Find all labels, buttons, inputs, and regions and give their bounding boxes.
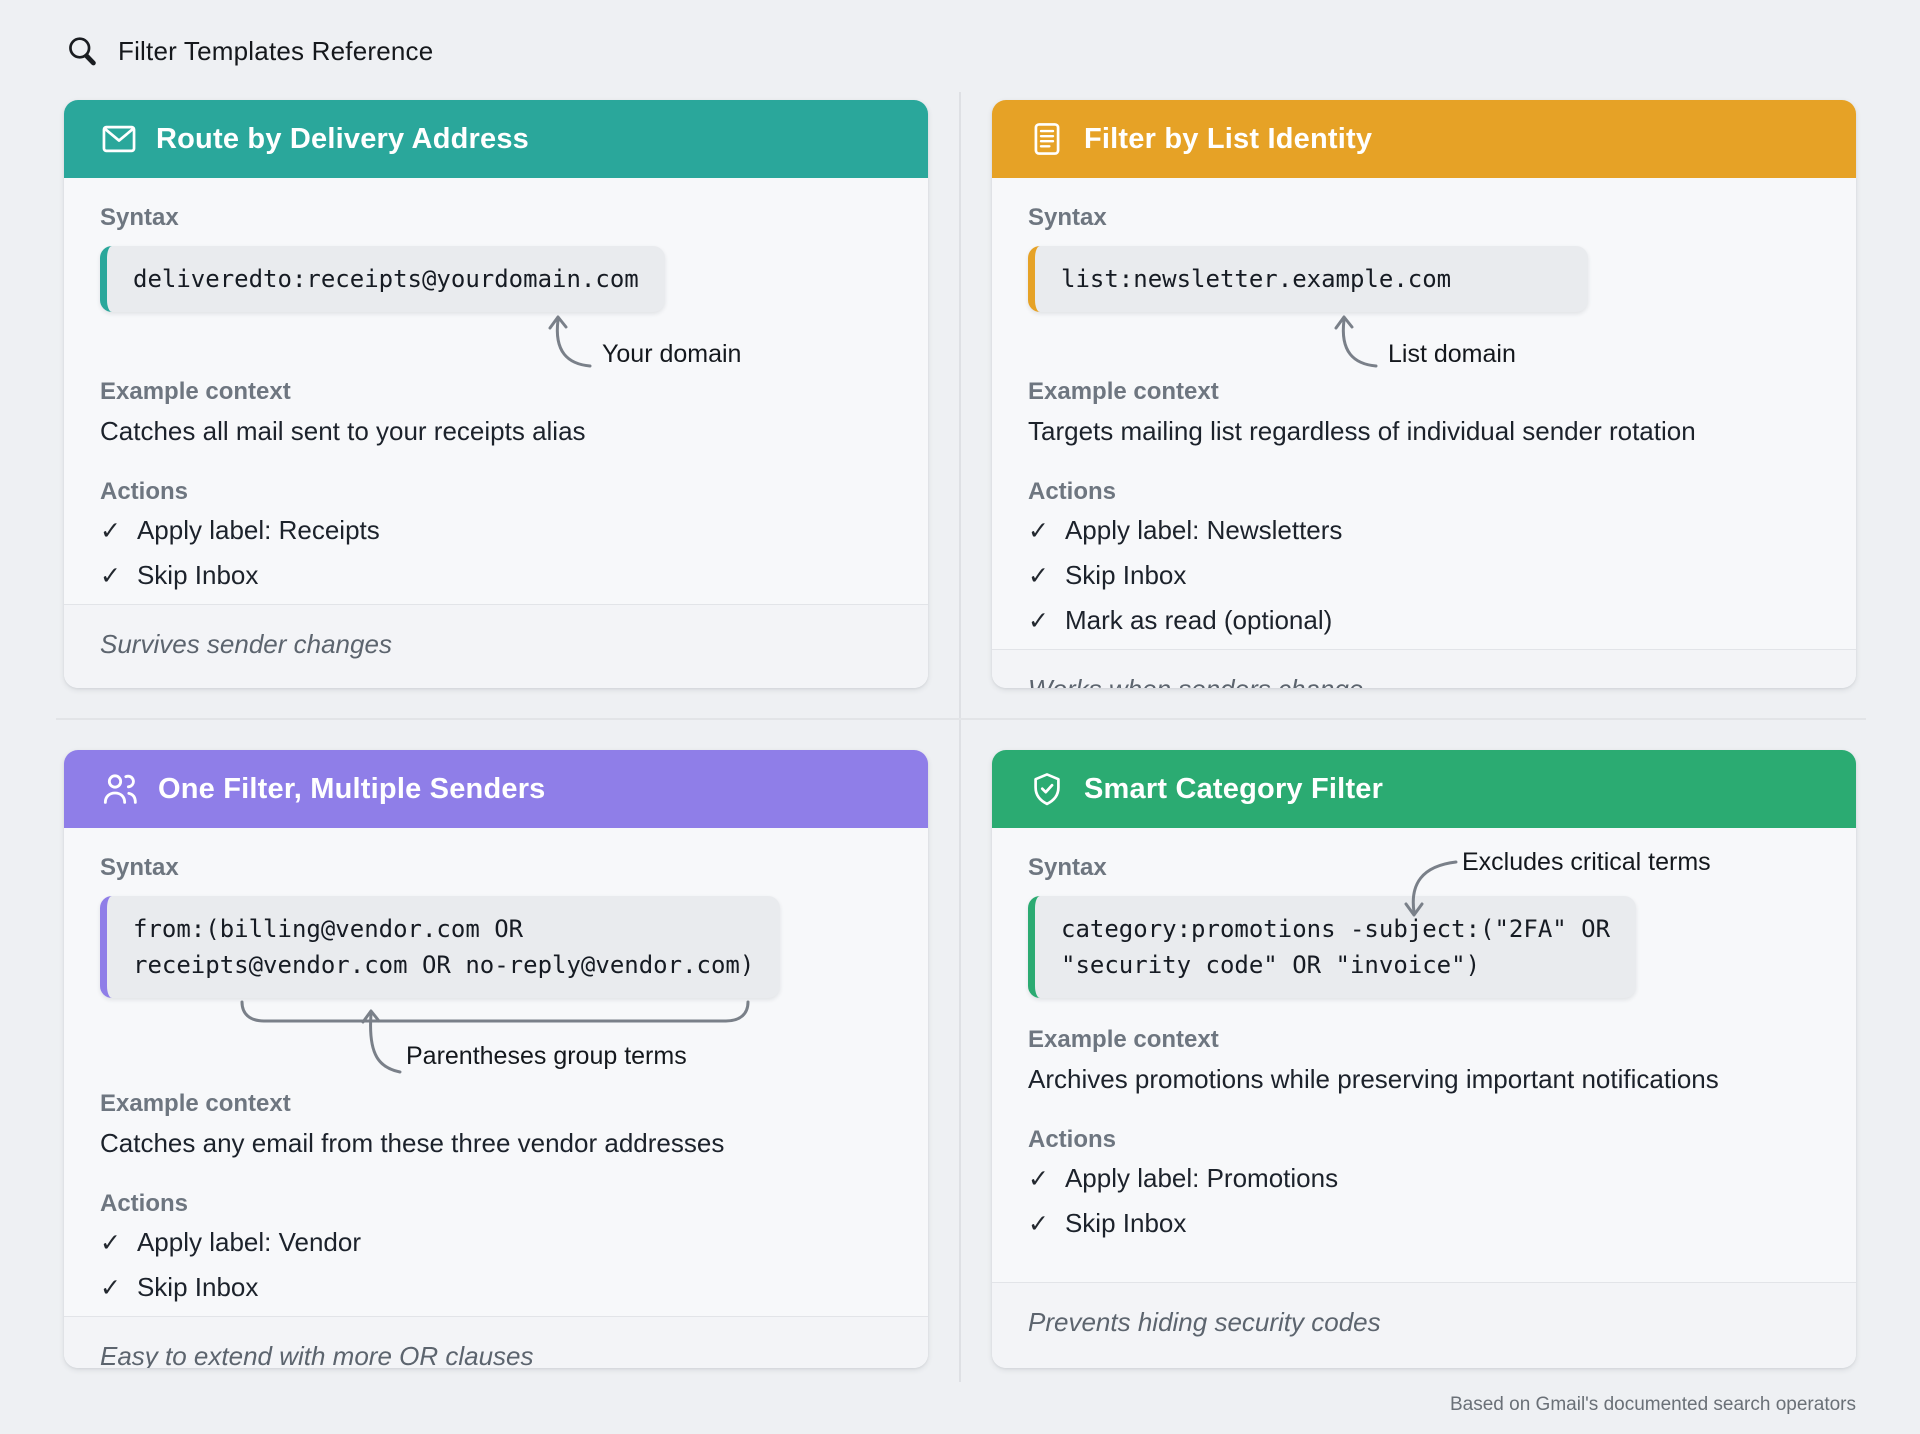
example-context-text: Archives promotions while preserving imp… xyxy=(1028,1064,1719,1094)
action-text: Apply label: Vendor xyxy=(136,1227,361,1257)
action-item: ✓ Apply label: Receipts xyxy=(100,514,892,548)
code-annotation: Your domain xyxy=(542,312,741,370)
example-context-text: Catches all mail sent to your receipts a… xyxy=(100,416,586,446)
card-header: Route by Delivery Address xyxy=(64,100,928,178)
envelope-icon xyxy=(100,120,138,158)
annotation-label: List domain xyxy=(1388,340,1516,368)
code-line: category:promotions -subject:("2FA" OR xyxy=(1061,915,1611,943)
code-block: category:promotions -subject:("2FA" OR "… xyxy=(1028,896,1637,998)
check-icon: ✓ xyxy=(1028,517,1049,545)
template-grid: Route by Delivery Address Syntax deliver… xyxy=(64,100,1856,1368)
code-line: list:newsletter.example.com xyxy=(1061,265,1452,293)
check-icon: ✓ xyxy=(100,517,121,545)
code-annotation: Parentheses group terms xyxy=(240,1000,760,1076)
action-item: ✓ Skip Inbox xyxy=(100,1271,892,1305)
check-icon: ✓ xyxy=(1028,562,1049,590)
card-body: Syntax deliveredto:receipts@yourdomain.c… xyxy=(64,178,928,604)
action-text: Apply label: Newsletters xyxy=(1064,515,1343,545)
syntax-label: Syntax xyxy=(100,204,179,231)
page-footnote: Based on Gmail's documented search opera… xyxy=(1449,1394,1856,1415)
actions-label: Actions xyxy=(100,478,189,505)
card-one-filter-multiple-senders: One Filter, Multiple Senders Syntax from… xyxy=(64,750,928,1368)
card-smart-category-filter: Smart Category Filter Syntax Excludes cr… xyxy=(992,750,1856,1368)
example-context-text: Targets mailing list regardless of indiv… xyxy=(1028,416,1696,446)
example-context-label: Example context xyxy=(100,378,291,405)
column-divider xyxy=(959,92,961,1382)
action-item: ✓ Skip Inbox xyxy=(1028,1207,1820,1241)
check-icon: ✓ xyxy=(100,562,121,590)
card-title: Route by Delivery Address xyxy=(156,122,529,155)
code-block: from:(billing@vendor.com OR receipts@ven… xyxy=(100,896,781,998)
annotation-label: Parentheses group terms xyxy=(406,1042,687,1070)
syntax-label: Syntax xyxy=(100,854,179,881)
page-title: Filter Templates Reference xyxy=(118,35,434,66)
card-footer-note: Works when senders change xyxy=(992,649,1856,688)
action-text: Apply label: Promotions xyxy=(1064,1163,1339,1193)
card-route-by-delivery-address: Route by Delivery Address Syntax deliver… xyxy=(64,100,928,688)
action-text: Skip Inbox xyxy=(1064,1208,1187,1238)
card-header: One Filter, Multiple Senders xyxy=(64,750,928,828)
check-icon: ✓ xyxy=(1028,1210,1049,1238)
action-text: Skip Inbox xyxy=(136,560,259,590)
list-icon xyxy=(1028,120,1066,158)
action-item: ✓ Apply label: Newsletters xyxy=(1028,514,1820,548)
action-item: ✓ Skip Inbox xyxy=(100,559,892,593)
card-title: Filter by List Identity xyxy=(1084,122,1373,155)
syntax-label: Syntax xyxy=(1028,854,1107,881)
syntax-label: Syntax xyxy=(1028,204,1107,231)
annotation-label: Excludes critical terms xyxy=(1462,848,1711,876)
actions-list: ✓ Apply label: Promotions ✓ Skip Inbox xyxy=(1028,1162,1820,1252)
card-footer-note: Survives sender changes xyxy=(64,604,928,688)
card-title: One Filter, Multiple Senders xyxy=(158,772,546,805)
card-body: Syntax list:newsletter.example.com List … xyxy=(992,178,1856,649)
search-icon xyxy=(64,33,100,69)
check-icon: ✓ xyxy=(100,1274,121,1302)
shield-check-icon xyxy=(1028,770,1066,808)
code-line: deliveredto:receipts@yourdomain.com xyxy=(133,265,639,293)
actions-list: ✓ Apply label: Newsletters ✓ Skip Inbox ✓ M… xyxy=(1028,514,1820,649)
curved-arrow-up-icon xyxy=(548,315,592,368)
actions-list: ✓ Apply label: Receipts ✓ Skip Inbox xyxy=(100,514,892,604)
action-item: ✓ Mark as read (optional) xyxy=(1028,604,1820,638)
example-context-label: Example context xyxy=(1028,378,1219,405)
curved-arrow-down-icon xyxy=(1404,860,1458,917)
curved-arrow-up-icon xyxy=(1334,315,1378,368)
action-text: Apply label: Receipts xyxy=(136,515,380,545)
bracket-arrow-icon xyxy=(240,1000,750,1074)
card-filter-by-list-identity: Filter by List Identity Syntax list:news… xyxy=(992,100,1856,688)
card-footer-note: Prevents hiding security codes xyxy=(992,1282,1856,1368)
check-icon: ✓ xyxy=(100,1229,121,1257)
card-body: Syntax from:(billing@vendor.com OR recei… xyxy=(64,828,928,1316)
example-context-label: Example context xyxy=(100,1090,291,1117)
code-line: receipts@vendor.com OR no-reply@vendor.c… xyxy=(133,951,755,979)
action-item: ✓ Apply label: Vendor xyxy=(100,1226,892,1260)
example-context-label: Example context xyxy=(1028,1026,1219,1053)
annotation-label: Your domain xyxy=(602,340,742,368)
card-header: Filter by List Identity xyxy=(992,100,1856,178)
code-line: "security code" OR "invoice") xyxy=(1061,951,1481,979)
actions-label: Actions xyxy=(1028,1126,1117,1153)
code-annotation: List domain xyxy=(1328,312,1516,370)
users-icon xyxy=(100,769,140,809)
row-divider xyxy=(56,718,1866,720)
code-line: from:(billing@vendor.com OR xyxy=(133,915,524,943)
check-icon: ✓ xyxy=(1028,1165,1049,1193)
action-text: Skip Inbox xyxy=(1064,560,1187,590)
action-item: ✓ Apply label: Promotions xyxy=(1028,1162,1820,1196)
action-item: ✓ Skip Inbox xyxy=(1028,559,1820,593)
card-title: Smart Category Filter xyxy=(1084,772,1384,805)
actions-list: ✓ Apply label: Vendor ✓ Skip Inbox xyxy=(100,1226,892,1316)
page-header: Filter Templates Reference xyxy=(0,0,1920,72)
card-header: Smart Category Filter xyxy=(992,750,1856,828)
action-text: Skip Inbox xyxy=(136,1272,259,1302)
check-icon: ✓ xyxy=(1028,607,1049,635)
example-context-text: Catches any email from these three vendo… xyxy=(100,1128,725,1158)
card-body: Syntax Excludes critical terms category:… xyxy=(992,828,1856,1282)
code-block: list:newsletter.example.com xyxy=(1028,246,1588,312)
actions-label: Actions xyxy=(1028,478,1117,505)
action-text: Mark as read (optional) xyxy=(1064,605,1333,635)
code-block: deliveredto:receipts@yourdomain.com xyxy=(100,246,665,312)
actions-label: Actions xyxy=(100,1190,189,1217)
card-footer-note: Easy to extend with more OR clauses xyxy=(64,1316,928,1368)
